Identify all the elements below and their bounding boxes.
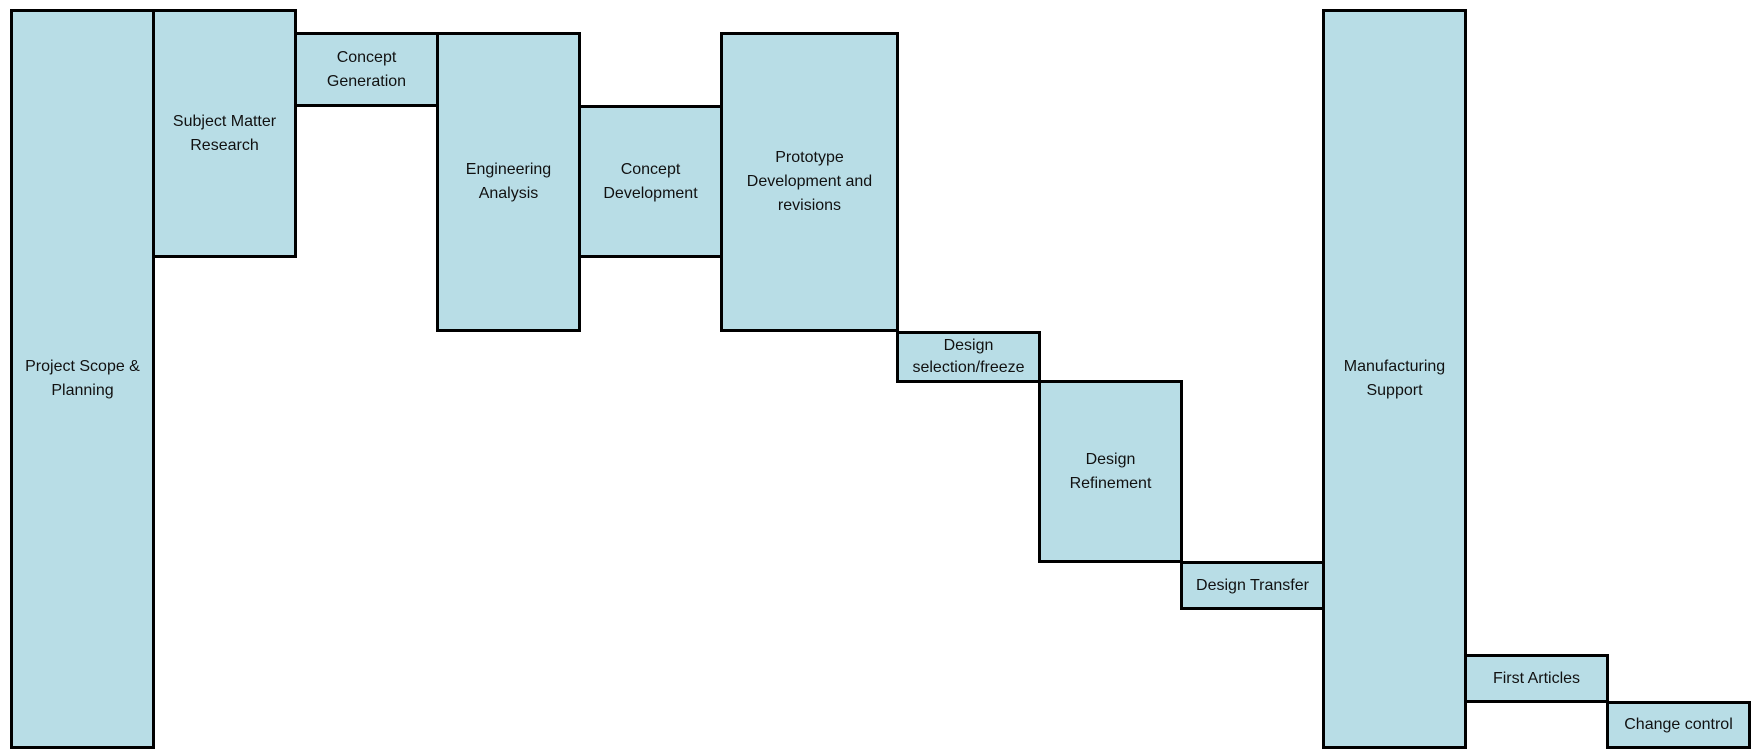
- stage-design-transfer: Design Transfer: [1180, 561, 1325, 610]
- stage-label: Manufacturing Support: [1343, 358, 1446, 399]
- stage-first-articles: First Articles: [1464, 654, 1609, 703]
- stage-label: Concept Generation: [326, 48, 407, 90]
- stage-label: Prototype Development and revisions: [746, 149, 873, 214]
- stage-project-scope-planning: Project Scope & Planning: [10, 9, 155, 749]
- stage-prototype-development: Prototype Development and revisions: [720, 32, 899, 332]
- stage-label: Design Refinement: [1069, 450, 1152, 492]
- stage-label: Subject Matter Research: [172, 112, 277, 154]
- stage-label: Concept Development: [603, 160, 698, 202]
- stage-design-selection-freeze: Design selection/freeze: [896, 331, 1041, 383]
- stage-change-control: Change control: [1606, 701, 1751, 749]
- stage-subject-matter-research: Subject Matter Research: [152, 9, 297, 258]
- stage-engineering-analysis: Engineering Analysis: [436, 32, 581, 332]
- stage-design-refinement: Design Refinement: [1038, 380, 1183, 563]
- stage-label: First Articles: [1492, 669, 1581, 687]
- stage-label: Design Transfer: [1196, 576, 1309, 594]
- stage-concept-generation: Concept Generation: [294, 32, 439, 107]
- stage-label: Project Scope & Planning: [25, 358, 140, 399]
- stage-concept-development: Concept Development: [578, 105, 723, 258]
- stage-label: Change control: [1624, 716, 1733, 733]
- stage-label: Design selection/freeze: [912, 337, 1025, 376]
- stage-manufacturing-support: Manufacturing Support: [1322, 9, 1467, 749]
- stage-label: Engineering Analysis: [465, 161, 552, 202]
